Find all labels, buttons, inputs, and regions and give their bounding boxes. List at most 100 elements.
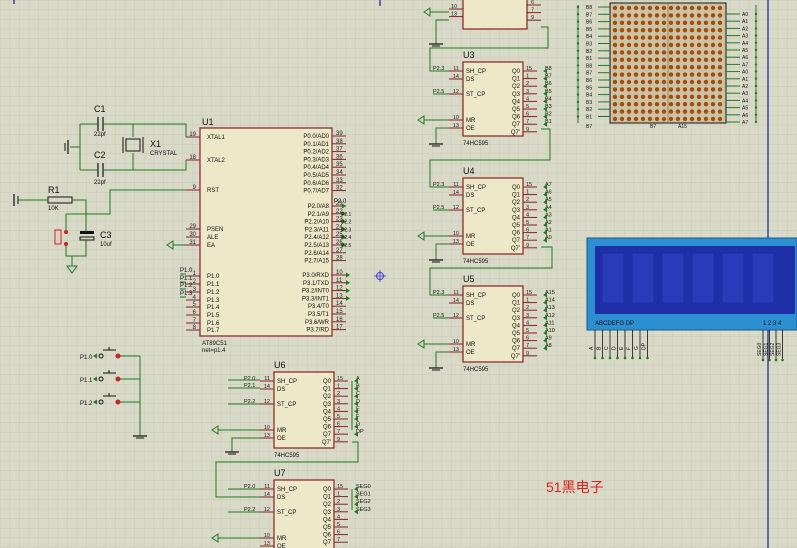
led-dot: [661, 28, 667, 33]
led-dot: [689, 109, 695, 114]
led-dot: [661, 50, 667, 55]
reset-switch-contact: [64, 230, 68, 234]
chip-pin-name: SH_CP: [466, 69, 486, 75]
chip-ref: U6: [274, 360, 286, 370]
u1-pin-number: 15: [336, 309, 343, 315]
lcd-pin-label: A: [589, 346, 595, 350]
wire: [429, 246, 553, 296]
chip-pin-name: ST_CP: [277, 402, 296, 408]
led-dot: [654, 5, 660, 11]
chip-net-label: A12: [545, 313, 555, 319]
chip-pin-name: Q7': [511, 354, 520, 360]
led-dot: [626, 116, 632, 122]
chip-ref: U7: [274, 468, 286, 478]
led-dot: [619, 35, 625, 40]
u1-pin-number: 29: [189, 224, 196, 230]
net-flag-icon: [543, 214, 547, 220]
led-dot: [696, 42, 702, 48]
led-dot: [703, 20, 709, 25]
chip-pin-name: Q5: [512, 107, 521, 113]
chip-pin-name: OE: [277, 544, 286, 548]
led-dot: [626, 13, 632, 18]
led-dot: [710, 5, 716, 11]
push-buttons[interactable]: P1.0P1.1P1.2: [80, 347, 147, 439]
chip-pin-number: 10: [453, 339, 459, 345]
u1-microcontroller[interactable]: U1AT89C51net=p1.4XTAL119XTAL218RST9PSEN2…: [166, 117, 352, 354]
chip-pin-number: 15: [526, 290, 532, 296]
led-dot: [675, 109, 681, 114]
chip-pin-number: 2: [337, 391, 340, 397]
net-label: P2.2: [341, 220, 352, 226]
chip-net-label: A2: [545, 220, 552, 226]
chip-input-net: P2.5: [433, 313, 444, 319]
chip-pin-number: 13: [451, 12, 457, 18]
chip-pin-name: Q3: [512, 208, 521, 214]
u1-pin-number: 28: [336, 256, 343, 262]
u1-pin-number: 38: [336, 139, 343, 145]
u1-pin-name: P0.0/AD0: [303, 134, 329, 140]
led-dot: [689, 42, 695, 48]
led-dot: [633, 87, 639, 92]
led-dot: [689, 72, 695, 77]
power-terminal-icon: [423, 7, 431, 17]
net-flag-icon: [543, 338, 547, 344]
chip-pin-name: OE: [466, 350, 475, 356]
led-dot: [633, 65, 639, 70]
led-dot: [640, 102, 646, 107]
led-dot: [717, 50, 723, 55]
chip-part: 74HC595: [463, 141, 489, 147]
net-flag-icon: [543, 330, 547, 336]
chip-pin-number: 9: [526, 243, 529, 249]
led-dot: [661, 116, 667, 122]
led-matrix[interactable]: B8B7B6B5B4B3B2B1B8B7B6B5B4B3B2B1A0A1A2A3…: [576, 2, 758, 130]
chip-net-label: A14: [545, 298, 555, 304]
chip-ref: U3: [463, 50, 475, 60]
wire: [429, 26, 549, 72]
led-dot: [626, 79, 632, 85]
led-dot: [640, 28, 646, 33]
net-flag-icon: [543, 207, 547, 213]
shift-registers[interactable]: 1061379U374HC595SH_CP11DS14ST_CP12MR10OE…: [211, 0, 555, 548]
u1-pin-number: 4: [193, 295, 197, 301]
led-dot: [640, 20, 646, 25]
chip-input-net: P2.2: [244, 399, 255, 405]
chip-pin-number: 4: [526, 96, 529, 102]
lcd-pin-label: C: [604, 346, 610, 350]
net-flag-icon: [543, 184, 547, 190]
chip-part: 74HC595: [463, 259, 489, 265]
u1-pin-number: 9: [193, 185, 197, 191]
led-dot: [619, 102, 625, 107]
chip-pin-name: Q3: [323, 402, 332, 408]
c3-value: 10uf: [100, 242, 112, 248]
led-dot: [696, 35, 702, 40]
lcd-pin-label: SEG1: [764, 342, 770, 356]
chip-pin-number: 4: [337, 514, 340, 520]
led-dot: [689, 35, 695, 40]
chip-pin-name: Q5: [323, 417, 332, 423]
net-flag-icon: [543, 345, 547, 351]
led-dot: [626, 72, 632, 77]
led-dot: [710, 42, 716, 48]
led-dot: [710, 79, 716, 85]
led-dot: [654, 42, 660, 48]
led-dot: [647, 72, 653, 77]
lcd-digit-cell: [692, 253, 714, 303]
net-flag-icon: [543, 199, 547, 205]
chip-net-label: B6: [545, 81, 552, 87]
chip-net-label: DP: [356, 429, 364, 435]
chip-pin-name: Q0: [512, 185, 521, 191]
led-dot: [619, 72, 625, 77]
u1-pin-name: P0.2/AD2: [303, 150, 329, 156]
u1-pin-number: 25: [336, 232, 343, 238]
u1-pin-name: P1.1: [207, 282, 220, 288]
led-dot: [612, 20, 618, 25]
led-dot: [703, 102, 709, 107]
chip-pin-number: 5: [526, 104, 529, 110]
led-dot: [661, 20, 667, 25]
r1-value: 10K: [48, 206, 59, 212]
power-terminal-icon: [417, 231, 425, 241]
chip-part: 74HC595: [463, 367, 489, 373]
